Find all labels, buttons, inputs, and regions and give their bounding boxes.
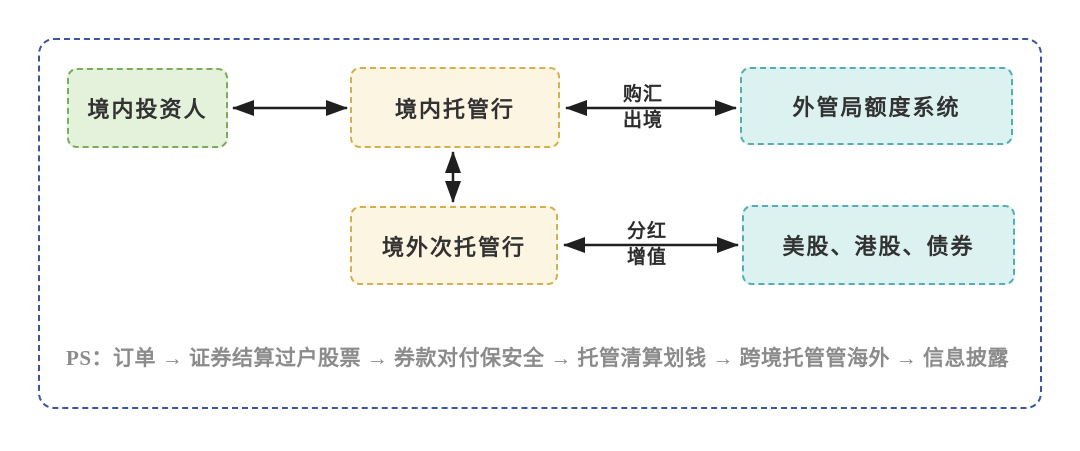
edge-label-forex-line1: 购汇 <box>622 84 663 105</box>
edge-label-dividend-line2: 增值 <box>626 247 667 268</box>
node-safe-quota-system-label: 外管局额度系统 <box>792 95 961 120</box>
node-domestic-custodian-label: 境内托管行 <box>394 96 515 122</box>
node-overseas-subcustodian: 境外次托管行 <box>350 206 558 285</box>
node-domestic-custodian: 境内托管行 <box>350 67 560 148</box>
edge-label-forex-line2: 出境 <box>622 110 663 131</box>
edge-label-dividend-line1: 分红 <box>626 221 667 242</box>
ps-note: PS：订单 → 证券结算过户股票 → 券款对付保安全 → 托管清算划钱 → 跨境… <box>66 346 1010 370</box>
edge-label-forex-outbound: 购汇 出境 <box>598 82 688 134</box>
node-overseas-subcustodian-label: 境外次托管行 <box>381 234 526 260</box>
node-safe-quota-system: 外管局额度系统 <box>740 67 1013 145</box>
edge-label-dividend-appreciation: 分红 增值 <box>602 219 692 271</box>
node-overseas-assets: 美股、港股、债券 <box>742 205 1015 285</box>
outer-dashed-frame <box>38 38 1042 409</box>
node-overseas-assets-label: 美股、港股、债券 <box>782 234 975 259</box>
node-domestic-investor-label: 境内投资人 <box>87 97 208 122</box>
node-domestic-investor: 境内投资人 <box>67 68 228 148</box>
